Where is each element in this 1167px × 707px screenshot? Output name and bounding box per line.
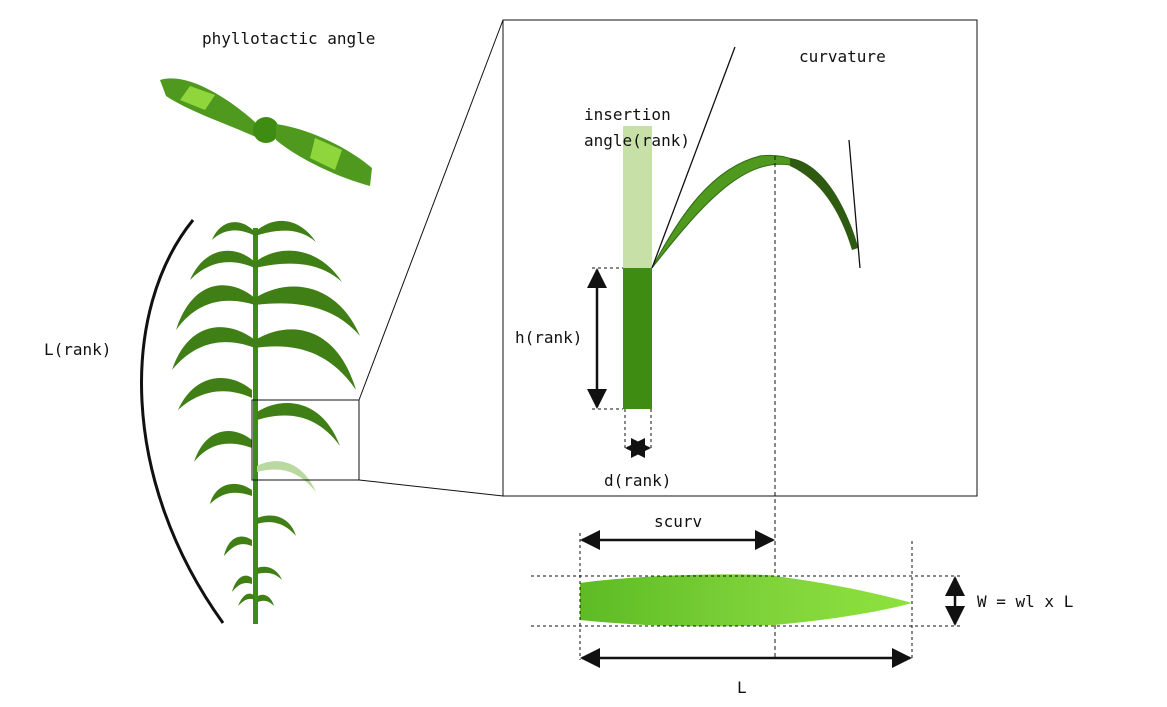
plant-length-label: L(rank) [44,340,111,359]
top-view-stem [253,117,279,143]
zoom-selection-box [251,399,360,481]
plant-leaf [178,378,252,410]
internode-faded [623,126,652,268]
length-label: L [737,678,747,697]
plant-leaf [176,285,255,330]
diameter-label: d(rank) [604,471,671,490]
plant-leaf [224,536,252,556]
flat-leaf-blade [580,574,912,627]
plant-stem [253,228,258,624]
detail-leaf-tip [790,158,858,250]
plant-leaf [238,593,255,606]
scurv-label: scurv [654,512,702,531]
plant-leaf [210,483,252,504]
plant-leaf [258,594,274,606]
insertion-angle-label-line2: angle(rank) [584,131,690,150]
insertion-angle-tangent [651,46,736,269]
curvature-label: curvature [799,47,886,66]
plant-leaf [255,329,356,390]
plant-leaf [172,327,255,370]
zoom-connector-top [358,19,504,401]
plant-leaf [232,575,252,592]
plant-leaf [255,250,342,282]
plant-leaf [257,566,282,580]
plant-leaf [257,461,316,492]
plant-leaf [255,220,316,242]
plant-leaf [194,430,252,462]
plant-leaf [255,286,360,336]
height-label: h(rank) [515,328,582,347]
insertion-angle-label-line1: insertion [584,105,671,124]
plant-length-arc [140,219,225,624]
detail-leaf-blade [651,154,859,269]
plant-leaves [172,220,360,606]
top-view-leaf-left [160,78,258,138]
phyllotactic-angle-label: phyllotactic angle [202,29,375,48]
plant-leaf [257,403,340,446]
tip-tangent [848,139,861,269]
width-formula-label: W = wl x L [977,592,1073,611]
plant-leaf [212,222,255,240]
plant-side-view [140,219,360,624]
top-view-leaf-right-highlight [310,138,342,170]
internode [623,268,652,409]
top-view-leaf-left-highlight [180,86,215,110]
plant-leaf [257,515,296,536]
detail-panel [502,19,978,497]
plant-leaf [190,250,255,280]
phyllotaxy-top-view [160,78,372,186]
zoom-connector-bottom [358,479,504,497]
